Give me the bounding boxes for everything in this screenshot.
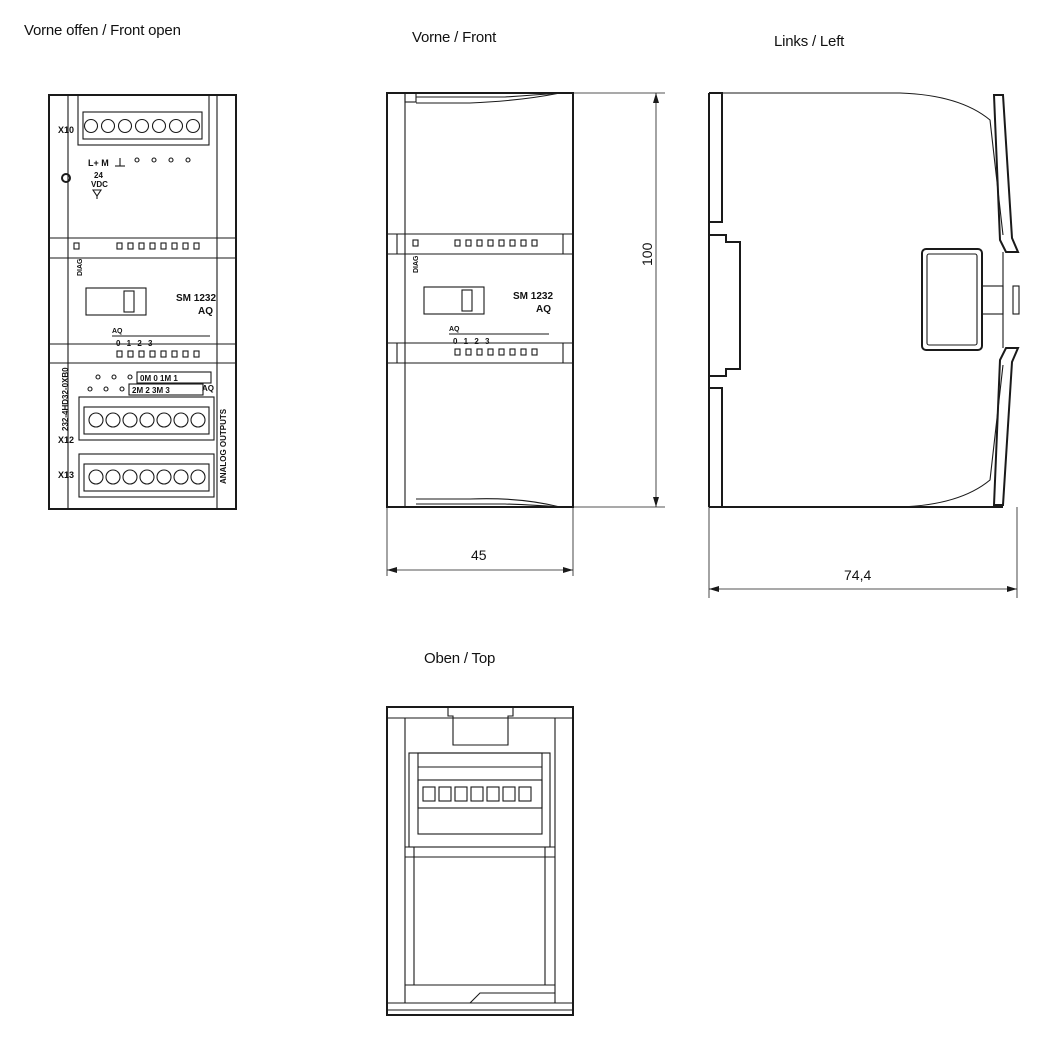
terminal-row2-labels: 2M 2 3M 3 (132, 386, 170, 395)
front-upper-led-row (454, 239, 538, 247)
x13-terminal-screws (88, 469, 206, 485)
connector-x12-label: X12 (58, 435, 74, 445)
top-terminal-openings (422, 786, 532, 802)
top-terminal-block (77, 94, 210, 146)
upper-latch (992, 94, 1020, 253)
terminal-row1-labels: 0M 0 1M 1 (140, 374, 178, 383)
terminal-aq-label: AQ (202, 384, 214, 393)
depth-dimension-value: 74,4 (844, 567, 871, 583)
connector-x10-label: X10 (58, 125, 74, 135)
left-view-title: Links / Left (774, 33, 845, 50)
front-slide-cover (423, 286, 485, 315)
upper-led-row (116, 242, 200, 250)
vent-icon (61, 173, 71, 183)
left-housing-back (708, 92, 741, 507)
analog-outputs-label: ANALOG OUTPUTS (219, 408, 228, 484)
top-drawing (386, 706, 574, 1016)
depth-dimension: 74,4 (708, 507, 1018, 598)
x12-terminal-screws (88, 412, 206, 428)
voltage-label: 24 (94, 171, 103, 180)
lower-latch (992, 347, 1020, 506)
top-view-title: Oben / Top (424, 650, 496, 667)
height-dimension-value: 100 (639, 242, 655, 266)
top-housing (386, 706, 574, 1016)
front-open-drawing: X10 L+ M 24 VDC DIAG SM 1232 AQ (48, 94, 237, 510)
diag-label: DIAG (77, 258, 84, 276)
supply-labels: L+ M (88, 158, 109, 168)
width-dimension: 45 (386, 507, 574, 576)
front-diag-label: DIAG (413, 255, 420, 273)
x12-terminal-block (78, 396, 215, 441)
width-dimension-value: 45 (471, 547, 487, 563)
arrow-down-icon (91, 189, 103, 197)
x13-terminal-block (78, 453, 215, 498)
height-dimension: 100 (560, 92, 665, 508)
front-view-title: Vorne / Front (412, 29, 497, 46)
front-type-label: AQ (536, 304, 551, 315)
connector-x13-label: X13 (58, 470, 74, 480)
type-label: AQ (198, 306, 213, 317)
front-open-view-title: Vorne offen / Front open (24, 22, 181, 39)
top-terminal-screws (83, 118, 201, 134)
model-label: SM 1232 (176, 293, 216, 304)
front-aq-header: AQ (449, 326, 460, 333)
aq-header: AQ (112, 328, 123, 335)
side-connector-cover (921, 248, 983, 351)
order-number-label: 232-4HD32-0XB0 (61, 367, 70, 431)
left-drawing: 74,4 (708, 92, 1020, 598)
front-model-label: SM 1232 (513, 291, 553, 302)
vdc-label: VDC (91, 180, 108, 189)
front-lower-led-row (454, 348, 538, 356)
front-open-slide-cover (85, 287, 147, 316)
lower-led-row (116, 350, 200, 358)
front-channel-labels: 0 1 2 3 (453, 337, 490, 346)
front-drawing: DIAG SM 1232 AQ AQ 0 1 2 3 100 (386, 92, 665, 576)
